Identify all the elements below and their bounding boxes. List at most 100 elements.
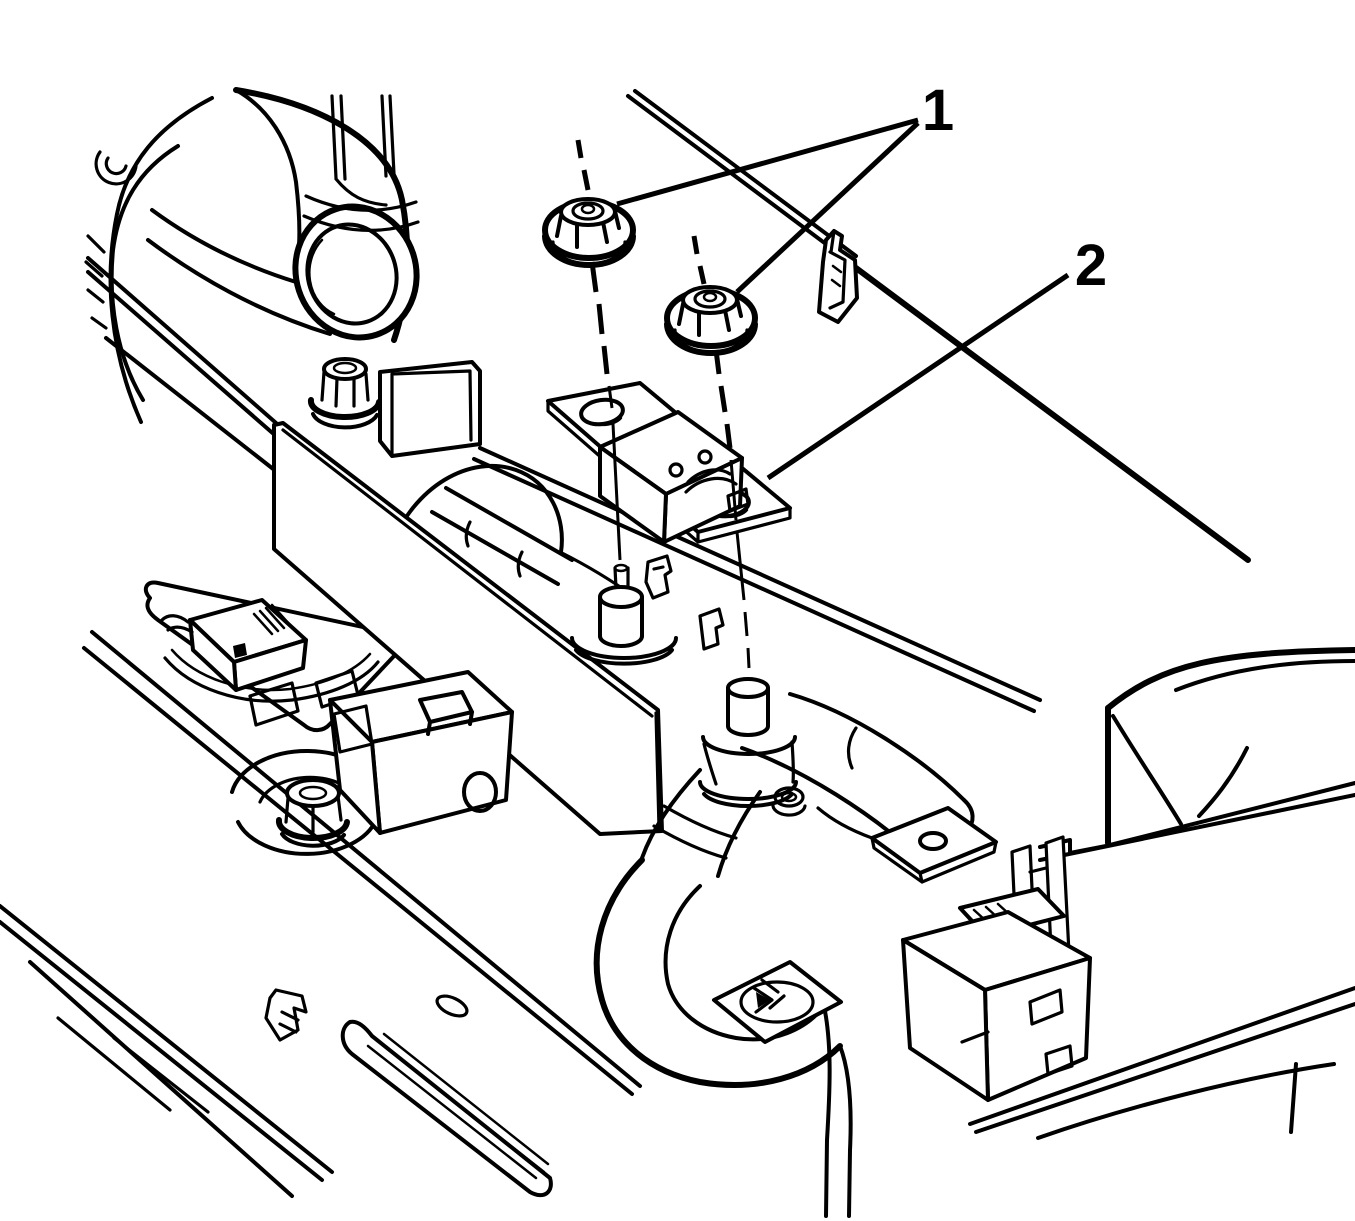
- duct-clamp-bands: [302, 194, 420, 232]
- left-nut-washer: [280, 832, 346, 848]
- stud2-lower-shaft: [735, 531, 751, 669]
- body-line-2: [0, 920, 324, 1182]
- body-line-4: [56, 1016, 210, 1114]
- l-bracket-fold: [390, 369, 473, 458]
- body-line-3: [28, 960, 294, 1198]
- clip-body: [817, 229, 859, 324]
- post1-clip: [644, 554, 673, 600]
- post2-bottom: [726, 724, 770, 737]
- tab-hole: [918, 831, 948, 851]
- upper-nut-flange-lower: [311, 412, 379, 430]
- upper-nut-facets: [320, 370, 370, 408]
- hose-band-clamp: [652, 804, 738, 860]
- opening-1: [248, 681, 300, 727]
- nut2-facets: [677, 293, 743, 337]
- bolt-boss-base: [771, 802, 807, 817]
- bracket-plate: [546, 381, 792, 544]
- post1-bottom: [598, 634, 644, 648]
- pipe-rings: [464, 520, 524, 578]
- support-front-rails: [472, 446, 1042, 713]
- hole-tab: [816, 806, 998, 884]
- connector-block: [901, 887, 1092, 1102]
- pipe-arch: [388, 464, 564, 554]
- upper-nut-top: [322, 357, 368, 381]
- callout-1-leader-b: [735, 121, 920, 294]
- l-bracket: [378, 360, 482, 458]
- connector-left-face: [188, 618, 238, 692]
- rail-upper-double: [86, 256, 302, 452]
- stud2-through-plate: [729, 459, 738, 521]
- rod-base-curve: [334, 177, 388, 207]
- sill-outline: [340, 1019, 553, 1198]
- relay-tab: [726, 487, 750, 513]
- fan-shroud: [84, 96, 332, 424]
- fan-outer-arc: [108, 96, 214, 424]
- stud1-dashes-above: [575, 139, 591, 191]
- shield-edge-lines: [281, 428, 661, 830]
- relay-hole-2: [697, 449, 713, 465]
- post1-sides: [598, 595, 644, 638]
- l-bracket-outline: [378, 360, 482, 458]
- post1-stub: [613, 566, 630, 590]
- duct-mouth-depth: [308, 238, 336, 316]
- tab-thickness: [870, 836, 998, 884]
- cowl-edge: [626, 89, 1251, 563]
- post1-stub-top: [613, 563, 629, 573]
- nut1-collar: [571, 201, 605, 221]
- c-hose-inner: [663, 884, 826, 1042]
- shroud-top-arc: [1105, 647, 1355, 711]
- callout-1-leader-a: [616, 117, 919, 207]
- pad-clamp-dark: [756, 992, 770, 1008]
- hose-right-ring: [846, 726, 858, 770]
- block-step: [960, 1030, 990, 1044]
- duct-left-edge: [234, 88, 302, 248]
- duct-mouth-outer: [292, 203, 420, 341]
- post2-pad-arcs: [698, 735, 798, 809]
- pad-recess: [739, 980, 815, 1024]
- relay-hole-1: [668, 462, 684, 478]
- air-duct: [233, 87, 420, 343]
- sill-channel: [264, 988, 553, 1198]
- module-round-hole: [462, 771, 498, 813]
- connector-wire-stub: [160, 614, 194, 634]
- c-hose-outer: [593, 857, 843, 1088]
- shroud-second-arc: [1174, 659, 1355, 692]
- small-clip: [264, 988, 308, 1042]
- mount-pad: [712, 960, 843, 1044]
- fan-inner-arc: [109, 144, 180, 402]
- post2-sides: [726, 686, 770, 728]
- rail-lower-double: [82, 630, 642, 1096]
- post1-top: [598, 585, 644, 609]
- connector-pin: [233, 643, 247, 658]
- stud-post-2: [698, 607, 798, 809]
- block-foot: [1044, 1044, 1074, 1076]
- left-nut-facets: [284, 794, 343, 834]
- flange-nut-2: [664, 285, 758, 356]
- pipe-tube-edges: [430, 486, 574, 586]
- upper-lock-nut: [307, 357, 382, 430]
- callout-1-label: 1: [922, 78, 954, 143]
- block-left-face: [901, 938, 990, 1102]
- fan-blade-curves: [146, 208, 332, 336]
- cowl-edge-continuation: [853, 265, 1251, 563]
- boss-lower-arc: [236, 818, 378, 856]
- connector-ribs: [252, 603, 292, 636]
- post2-boss-sides: [702, 740, 796, 786]
- post2-top: [726, 677, 770, 699]
- module-side-box: [332, 704, 374, 754]
- upper-nut-collar: [332, 361, 358, 375]
- plate-hole-1-depth: [581, 416, 623, 427]
- nut1-washer: [551, 240, 627, 266]
- nut2-collar: [693, 289, 727, 309]
- bottom-right-body-lines: [968, 986, 1355, 1140]
- callout-2: 2: [766, 233, 1107, 481]
- fan-hub-arc: [94, 150, 138, 186]
- cowl-edge-double: [626, 89, 858, 264]
- nut1-facets: [555, 205, 621, 249]
- callout-2-leader: [766, 272, 1070, 481]
- support-rod: [330, 94, 396, 207]
- nut2-washer: [673, 328, 749, 354]
- shroud-fold-right: [1197, 746, 1249, 818]
